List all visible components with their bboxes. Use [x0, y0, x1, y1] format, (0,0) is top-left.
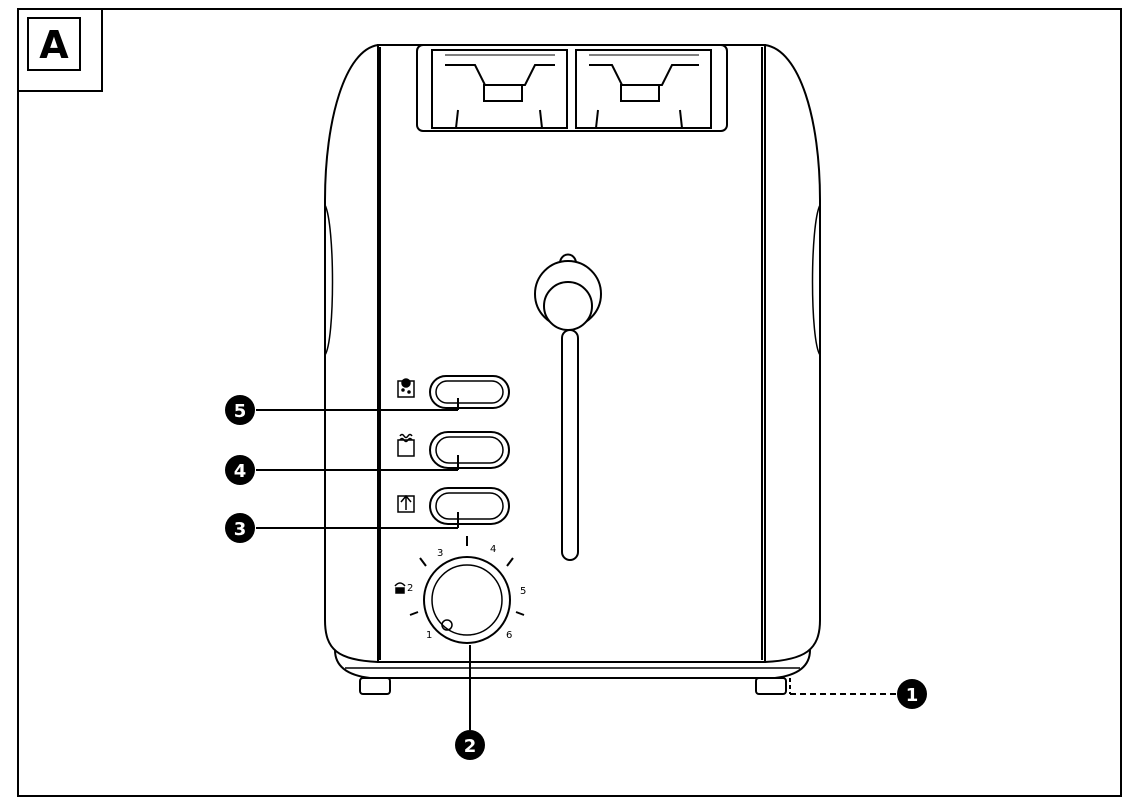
- svg-text:1: 1: [906, 685, 919, 706]
- lever-slot: [561, 329, 579, 561]
- callout-3: 3: [225, 513, 255, 543]
- button-reheat[interactable]: [429, 431, 510, 469]
- svg-text:4: 4: [234, 461, 247, 482]
- browning-dial[interactable]: [423, 556, 511, 644]
- bread-slots: [416, 44, 728, 132]
- toaster-feet: [359, 677, 787, 695]
- dial-mark-4: 4: [490, 544, 496, 555]
- dial-ticks: [409, 536, 525, 616]
- button-cancel[interactable]: [429, 487, 510, 525]
- dial-mark-3: 3: [437, 548, 443, 559]
- callout-1: 1: [897, 679, 927, 709]
- right-slot: [575, 49, 712, 129]
- browning-icon: [394, 582, 406, 594]
- lever-knob: [543, 281, 593, 331]
- svg-text:2: 2: [464, 736, 477, 757]
- figure-frame: [17, 8, 1122, 797]
- panel-letter: A: [39, 23, 69, 67]
- svg-text:5: 5: [234, 401, 247, 422]
- dial-mark-6: 6: [506, 630, 512, 641]
- dial-marks: 1 2 3 4 5 6: [407, 544, 526, 641]
- toast-lever: [534, 253, 602, 561]
- panel-letter-box: A: [17, 8, 103, 92]
- cancel-eject-icon: [397, 494, 415, 513]
- reheat-icon: [397, 433, 415, 457]
- dial-mark-2: 2: [407, 583, 413, 594]
- callout-2: 2: [455, 730, 485, 760]
- left-slot: [431, 49, 568, 129]
- callout-4: 4: [225, 455, 255, 485]
- callout-lines: [256, 398, 896, 730]
- dial-mark-1: 1: [426, 630, 432, 641]
- dial-indicator: [441, 619, 453, 631]
- dial-mark-5: 5: [520, 586, 526, 597]
- callout-5: 5: [225, 395, 255, 425]
- button-defrost[interactable]: [429, 375, 510, 409]
- defrost-icon: [397, 378, 415, 398]
- svg-text:3: 3: [234, 519, 247, 540]
